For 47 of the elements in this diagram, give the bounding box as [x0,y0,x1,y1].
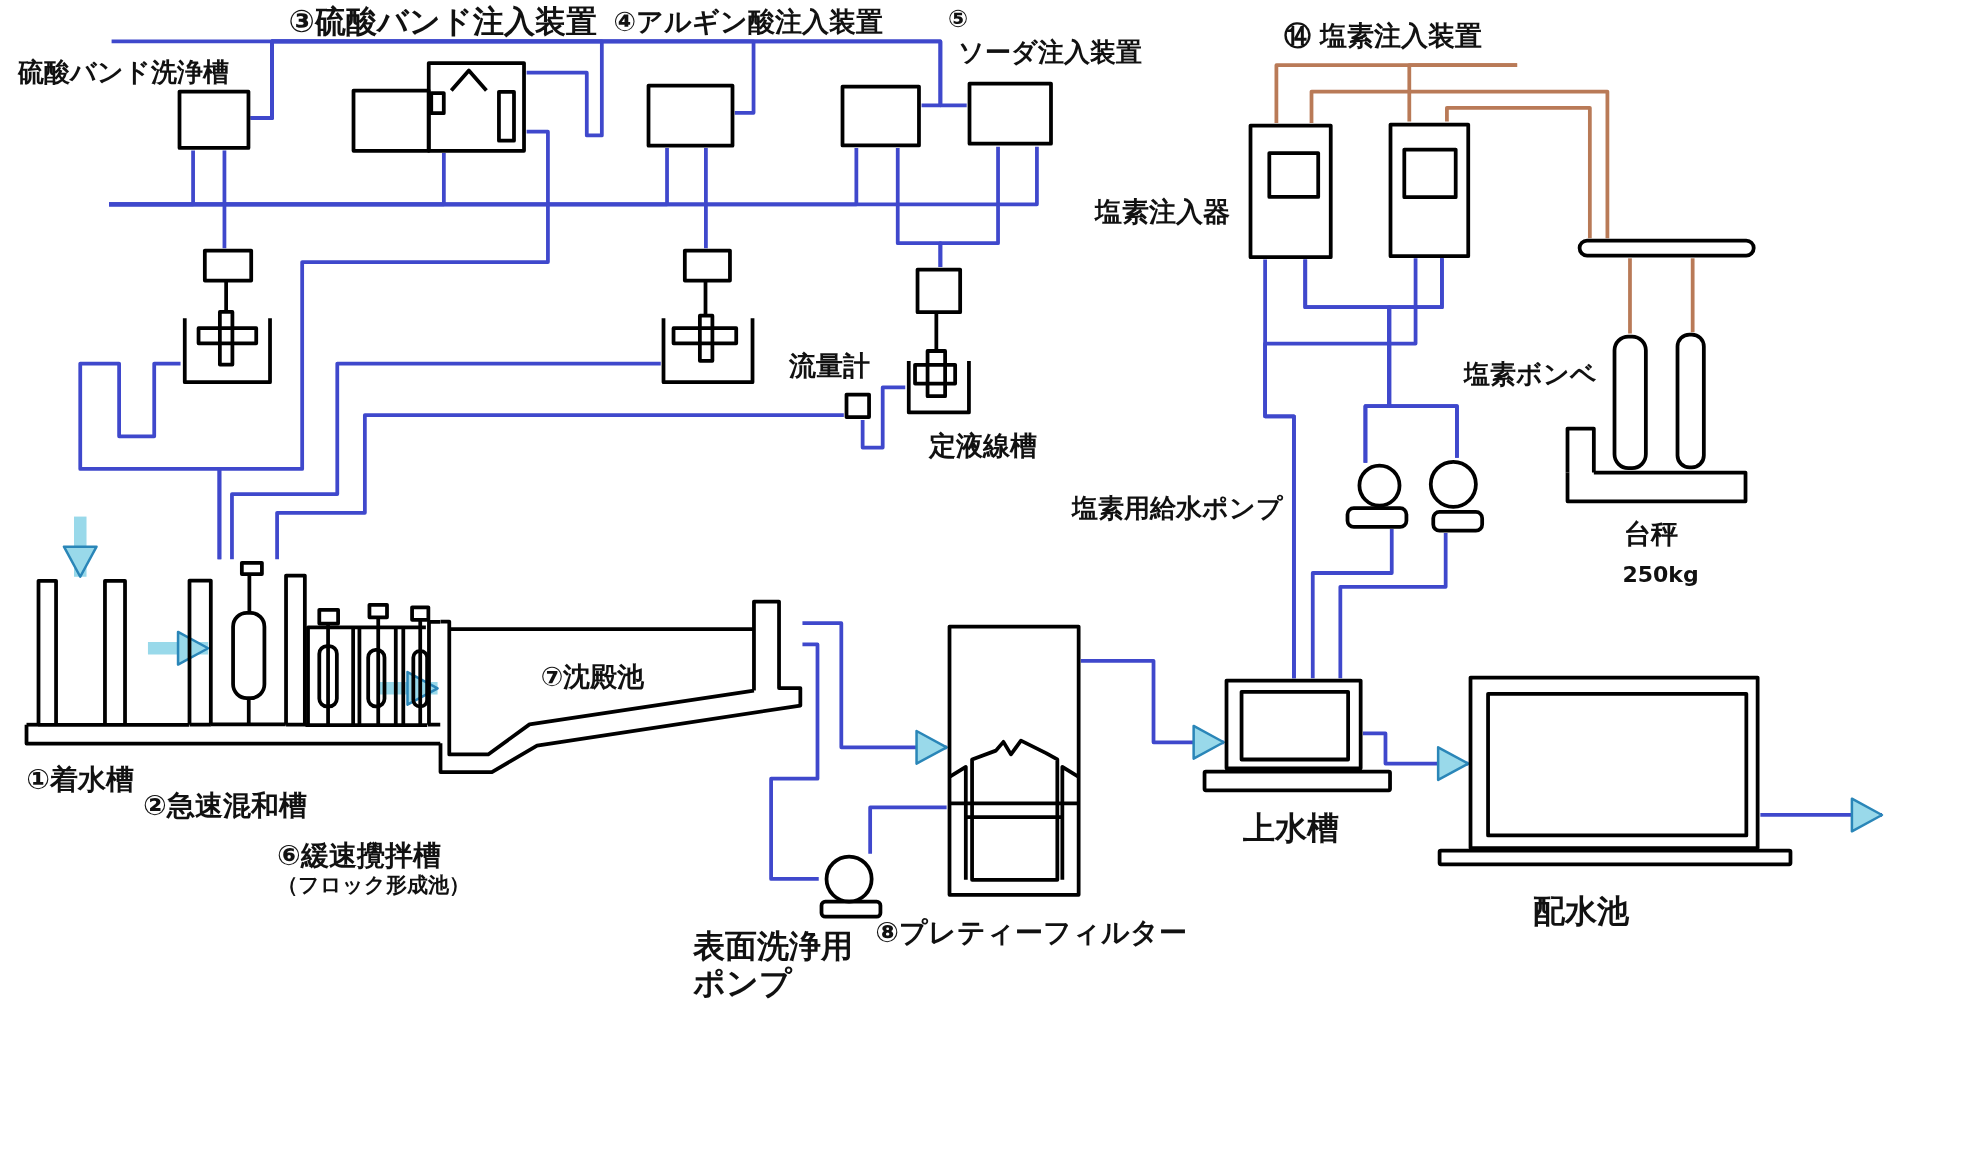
pipe [1628,258,1632,334]
pipe [1445,105,1592,239]
pipe [1690,258,1695,333]
equipment-label: 250kg [1622,561,1699,587]
pipe [802,621,948,765]
pipe [868,805,947,854]
equipment-label: ②急速混和槽 [142,789,307,823]
equipment-label: ③硫酸バンド注入装置 [288,3,597,40]
pipe [1387,258,1459,458]
equipment-label: 流量計 [788,349,870,381]
pipe [1263,258,1418,679]
equipment-label: ④アルギン酸注入装置 [613,6,883,38]
pipe [860,385,906,450]
pipe [1080,658,1225,760]
flow-arrow [147,630,210,666]
pipe [222,150,227,249]
equipment-label: 台秤 [1623,517,1678,549]
equipment-label: 上水槽 [1242,809,1339,847]
equipment-label: 硫酸バンド洗浄槽 [17,57,229,88]
equipment-label: 塩素注入器 [1094,195,1230,227]
equipment-label: 塩素用給水ポンプ [1072,494,1283,524]
equipment-label: 表面洗浄用ポンプ [693,927,855,1002]
pipe [109,146,1039,207]
pipe [230,361,661,560]
equipment-label: ⑥緩速攪拌槽 [277,840,441,873]
equipment-label: ⑦沈殿池 [540,660,645,692]
pipe [1310,529,1394,679]
flow-arrow [377,670,439,706]
equipment-label: ⑧プレティーフィルター [875,916,1187,949]
pipe [217,129,550,560]
equipment-label: ①着水槽 [26,763,135,796]
equipment-label: 配水池 [1533,892,1630,930]
pipe [704,147,708,249]
pipe [1760,797,1884,833]
pipe [1407,63,1518,122]
system-label: ⑭ 塩素注入装置 [1283,20,1483,52]
equipment-label: ソーダ注入装置 [957,37,1142,68]
pipe [1309,89,1610,239]
pipe [1362,731,1470,782]
flow-arrow [62,516,98,578]
equipment-label: （フロック形成池） [277,872,471,897]
equipment-label: ⑤ [947,6,969,34]
pipe [938,146,1000,268]
pipe [275,413,844,560]
pipe [769,642,820,881]
equipment-label: 定液線槽 [929,430,1038,462]
equipment-label: 塩素ボンベ [1464,359,1598,390]
